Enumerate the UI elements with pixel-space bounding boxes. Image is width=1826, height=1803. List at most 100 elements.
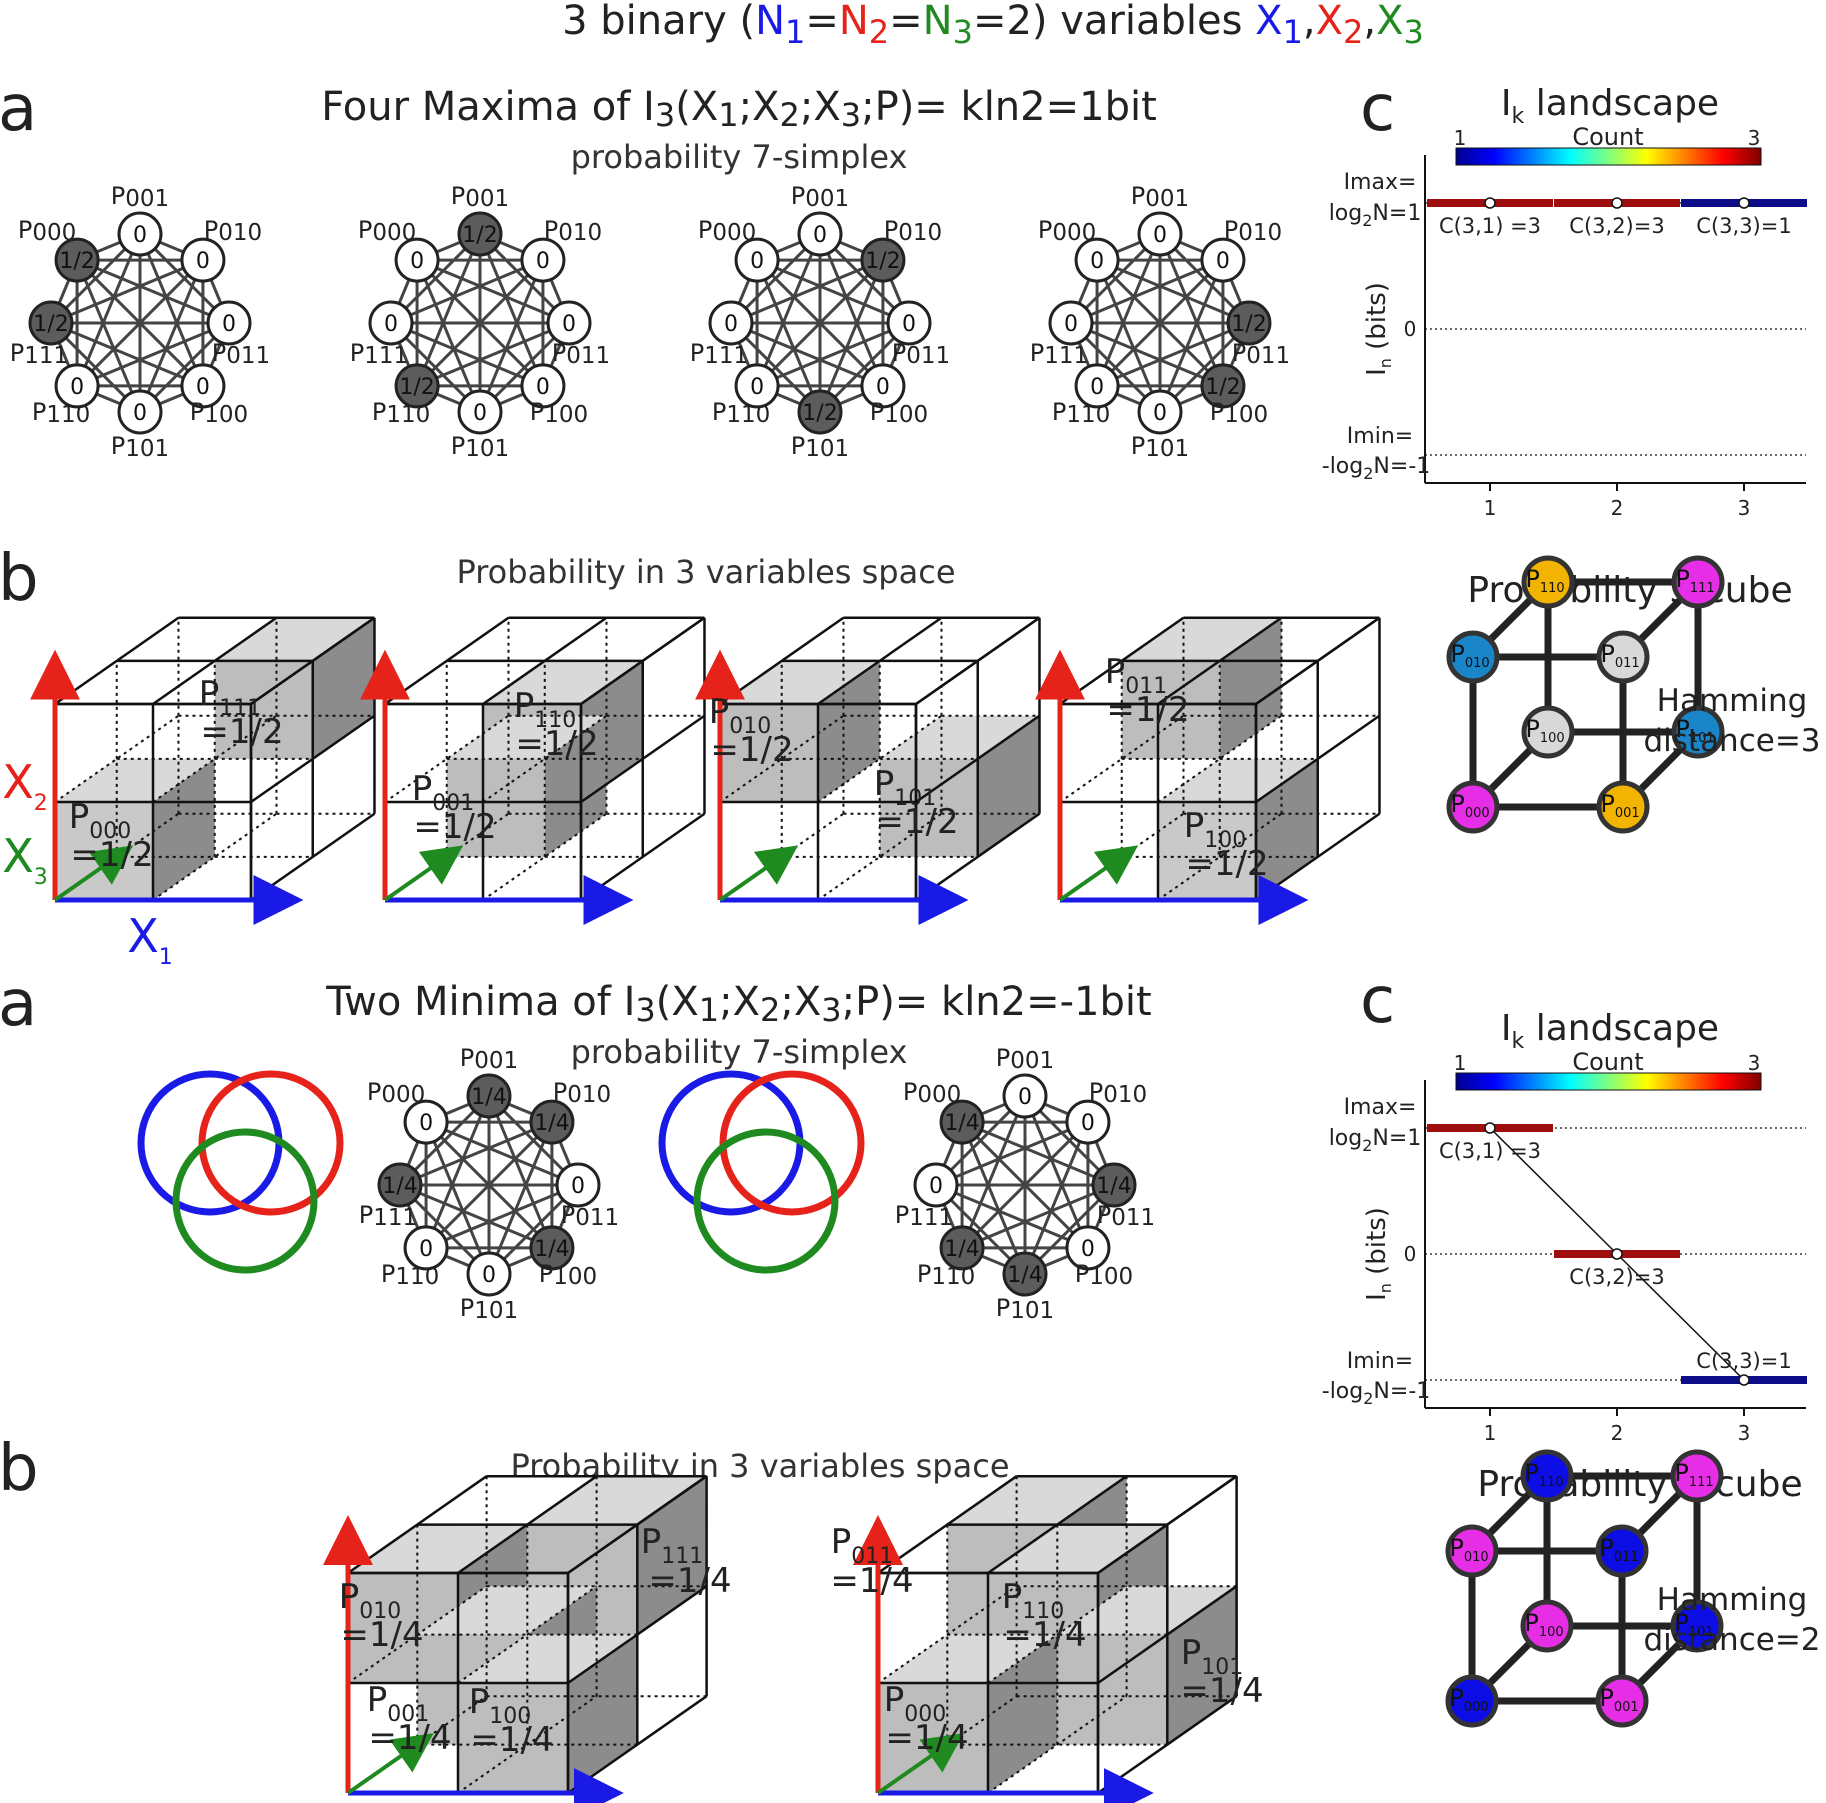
- cube-node-label: P101: [1675, 715, 1714, 746]
- simplex-node-value: 1/2: [399, 375, 434, 400]
- simplex-node-label: P100: [1210, 398, 1268, 428]
- cell-value: =1/4: [1003, 1615, 1086, 1655]
- cube-node: [1520, 1599, 1574, 1653]
- simplex-node-value: 0: [536, 249, 550, 274]
- simplex-node-label: P110: [372, 398, 430, 428]
- simplex-node: [28, 300, 74, 346]
- cell-top: [458, 1634, 638, 1683]
- cell-side: [1219, 617, 1282, 759]
- simplex-graph: 0P0010P0101/2P0111/2P1000P1010P1100P1110…: [1030, 182, 1290, 462]
- simplex-edge: [425, 1120, 579, 1187]
- simplex-node-label: P101: [111, 432, 169, 462]
- simplex-edge: [424, 1121, 491, 1275]
- axis-x3-label: X3: [2, 829, 48, 890]
- cube-node: [1445, 1674, 1499, 1728]
- simplex-node-value: 0: [1081, 1237, 1095, 1262]
- simplex-node: [1074, 363, 1120, 409]
- cell-side: [312, 617, 375, 759]
- simplex-edge: [416, 259, 544, 387]
- simplex-graph: 0P0010P0101/4P0110P1001/4P1011/4P1100P11…: [895, 1044, 1155, 1324]
- x-tick-label: 3: [1738, 496, 1751, 520]
- simplex-node-label: P011: [892, 339, 950, 369]
- simplex-node-value: 0: [473, 401, 487, 426]
- simplex-edge: [1096, 259, 1224, 387]
- zero-label: 0: [1404, 1242, 1417, 1266]
- hamming-top-2: distance=3: [1643, 723, 1820, 759]
- cube-node: [1671, 705, 1725, 759]
- cell-top: [947, 1476, 1127, 1525]
- cube-node: [1670, 1599, 1724, 1653]
- colorbar-min: 1: [1454, 1051, 1467, 1075]
- simplex-graph: 0P0011/2P0100P0110P1001/2P1010P1100P1110…: [690, 182, 950, 462]
- cell-front: [1121, 660, 1220, 759]
- count-label: C(3,2)=3: [1569, 214, 1664, 238]
- cell-top: [879, 715, 1040, 759]
- imax-label: Imax=: [1344, 170, 1417, 195]
- colorbar-label: Count: [1572, 1048, 1643, 1076]
- simplex-node-label: P011: [1097, 1201, 1155, 1231]
- simplex-node: [180, 363, 226, 409]
- grid-line: [1255, 616, 1381, 706]
- simplex-edge: [756, 258, 910, 325]
- x-tick-label: 1: [1484, 496, 1497, 520]
- simplex-node-value: 0: [750, 375, 764, 400]
- simplex-node-label: P010: [1224, 216, 1282, 246]
- simplex-node-label: P101: [451, 432, 509, 462]
- grid-line-hidden: [457, 1585, 598, 1684]
- simplex-node-value: 1/2: [33, 312, 68, 337]
- simplex-graph: 1/4P0011/4P0100P0111/4P1000P1010P1101/4P…: [359, 1044, 619, 1324]
- simplex-node: [546, 300, 592, 346]
- simplex-node-value: 0: [724, 312, 738, 337]
- cube-title-top: Probability 3-cube: [1467, 570, 1792, 611]
- simplex-graph: 0P0010P0100P0110P1000P1010P1101/2P1111/2…: [10, 182, 270, 462]
- imin-label: Imin=: [1347, 1349, 1413, 1374]
- simplex-node: [117, 211, 163, 257]
- cube-node-label: P001: [1600, 790, 1639, 821]
- grid-line: [250, 616, 376, 706]
- simplex-node-label: P110: [32, 398, 90, 428]
- cube-node: [1595, 1674, 1649, 1728]
- x-tick-label: 2: [1611, 496, 1624, 520]
- subtitle-simplex-bottom: probability 7-simplex: [571, 1033, 908, 1071]
- subtitle-3d-top: Probability in 3 variables space: [456, 553, 955, 591]
- cell-label: P010: [339, 1577, 402, 1624]
- grid-line: [1157, 616, 1283, 706]
- venn-diagram-2: [658, 1070, 865, 1274]
- cube-node-label: P011: [1599, 1534, 1638, 1565]
- simplex-node: [939, 1099, 985, 1145]
- colorbar-max: 3: [1748, 126, 1761, 150]
- simplex-node: [1002, 1251, 1048, 1297]
- simplex-node-label: P110: [712, 398, 770, 428]
- simplex-node-label: P010: [884, 216, 942, 246]
- cube-node: [1671, 555, 1725, 609]
- simplex-node-value: 0: [419, 1111, 433, 1136]
- count-label: C(3,2)=3: [1569, 1265, 1664, 1289]
- simplex-node: [394, 237, 440, 283]
- cell-value: =1/4: [885, 1718, 968, 1758]
- simplex-node-value: 1/4: [944, 1111, 979, 1136]
- simplex-node-value: 1/2: [462, 223, 497, 248]
- cell-value: =1/4: [648, 1561, 731, 1601]
- simplex-edge: [1096, 258, 1250, 325]
- simplex-node: [529, 1225, 575, 1271]
- simplex-node-value: 0: [1064, 312, 1078, 337]
- simplex-node-label: P110: [381, 1260, 439, 1290]
- cell-top: [988, 1524, 1168, 1573]
- simplex-node-label: P001: [460, 1044, 518, 1074]
- cube-node: [1446, 780, 1500, 834]
- simplex-node: [1137, 389, 1183, 435]
- simplex-node-value: 1/4: [1007, 1263, 1042, 1288]
- simplex-node-value: 0: [222, 312, 236, 337]
- simplex-node-label: P101: [1131, 432, 1189, 462]
- simplex-node-label: P001: [791, 182, 849, 212]
- cell-value: =1/4: [340, 1615, 423, 1655]
- cell-top: [55, 758, 215, 802]
- venn-diagram-1: [137, 1070, 344, 1274]
- cube-node-label: P100: [1524, 1609, 1563, 1640]
- simplex-node-value: 0: [562, 312, 576, 337]
- cell-side: [1256, 758, 1318, 900]
